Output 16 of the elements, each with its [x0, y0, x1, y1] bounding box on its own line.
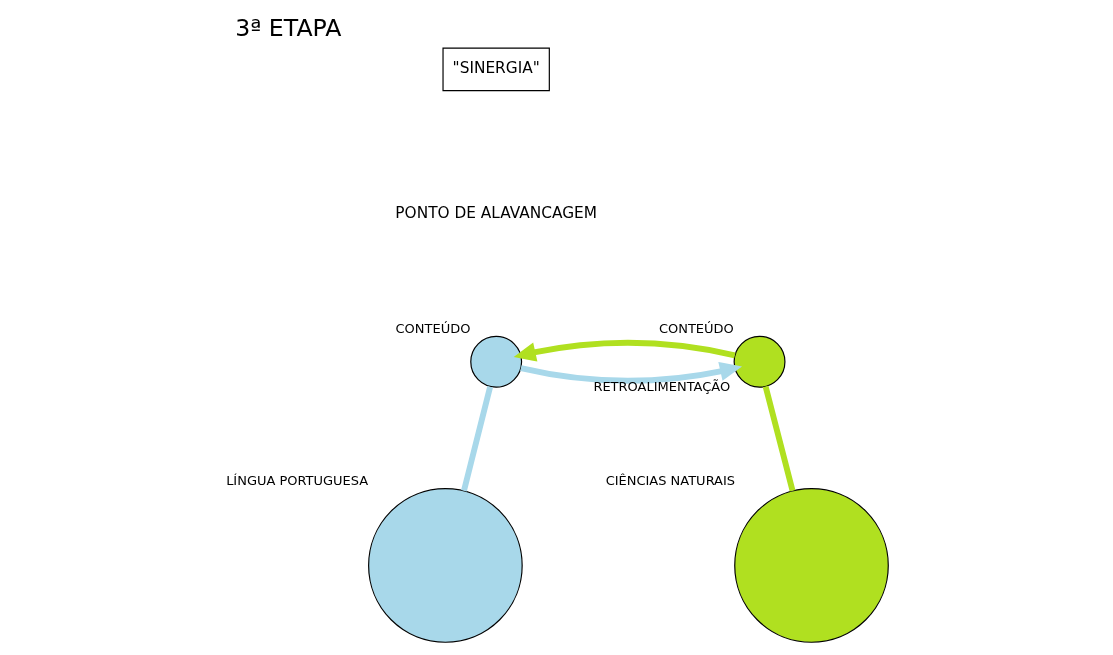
node-label: CIÊNCIAS NATURAIS — [605, 472, 735, 488]
node-circle — [469, 335, 522, 388]
node-circle — [367, 488, 523, 643]
diagram-title: 3ª ETAPA — [234, 14, 341, 43]
connector — [460, 386, 493, 492]
label: "SINERGIA" — [452, 59, 540, 78]
arrow — [519, 361, 742, 384]
node-label: CONTEÚDO — [658, 320, 734, 336]
node-label: CONTEÚDO — [395, 320, 470, 336]
edge-label: RETROALIMENTAÇÃO — [592, 379, 730, 395]
connector — [762, 385, 795, 492]
label: PONTO DE ALAVANCAGEM — [394, 203, 597, 222]
node-circle — [733, 335, 786, 388]
arrow — [513, 339, 735, 362]
node-label: LÍNGUA PORTUGUESA — [225, 472, 368, 488]
node-circle — [733, 488, 889, 643]
